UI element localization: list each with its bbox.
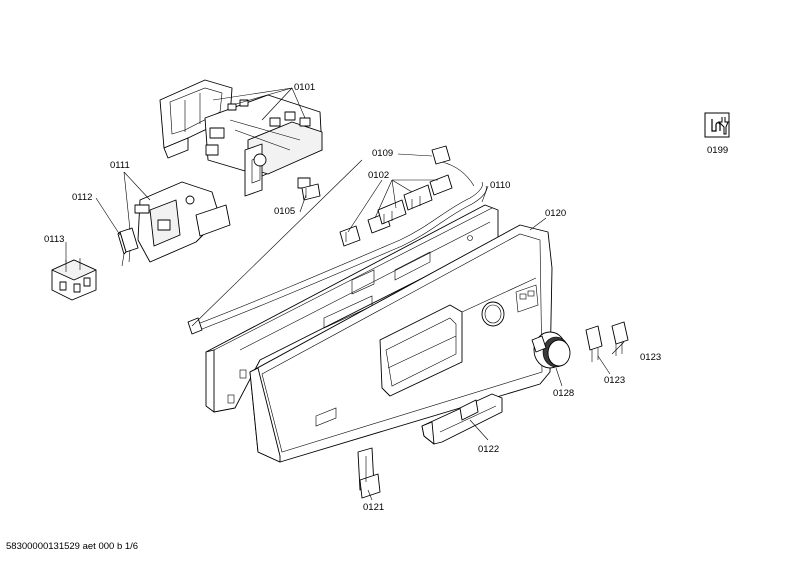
drawing-number: 58300000131529 aet 000 b 1/6 xyxy=(6,541,139,552)
label-0120: 0120 xyxy=(545,208,566,219)
part-0121-latch[interactable] xyxy=(357,447,381,499)
label-0121: 0121 xyxy=(363,502,384,513)
part-0122-lever[interactable] xyxy=(421,393,503,445)
label-0122: 0122 xyxy=(478,444,499,455)
part-0101-circuit-board[interactable] xyxy=(204,94,323,197)
label-0101: 0101 xyxy=(294,82,315,93)
label-0102: 0102 xyxy=(368,170,389,181)
part-0123-switch-a[interactable] xyxy=(585,325,603,362)
part-0113-terminal-block[interactable] xyxy=(51,258,97,301)
label-0105: 0105 xyxy=(274,206,295,217)
part-0112-capacitor[interactable] xyxy=(117,227,139,267)
part-0128-knob[interactable] xyxy=(531,331,571,369)
label-0112: 0112 xyxy=(72,192,92,203)
part-0102-connectors[interactable] xyxy=(339,174,453,247)
label-0123-left: 0123 xyxy=(604,375,625,386)
label-0111: 0111 xyxy=(110,160,130,171)
label-0123-right: 0123 xyxy=(640,352,661,363)
leader-lines xyxy=(65,87,625,501)
part-0111-bracket[interactable] xyxy=(134,181,231,263)
label-0109: 0109 xyxy=(372,148,393,159)
service-tool-icon[interactable] xyxy=(704,112,730,138)
part-0109-cable-harness[interactable] xyxy=(187,145,487,335)
label-0199: 0199 xyxy=(707,145,728,156)
part-0101-module-cover[interactable] xyxy=(159,79,233,159)
part-0110-panel-frame[interactable] xyxy=(205,204,499,413)
label-0128: 0128 xyxy=(553,388,574,399)
part-0105-encoder[interactable] xyxy=(297,177,321,201)
label-0110: 0110 xyxy=(490,180,510,191)
part-0123-switch-b[interactable] xyxy=(611,321,629,356)
label-0113: 0113 xyxy=(44,234,64,245)
part-labels: 0101 0105 0111 0112 0113 0109 0102 0110 … xyxy=(44,82,728,513)
